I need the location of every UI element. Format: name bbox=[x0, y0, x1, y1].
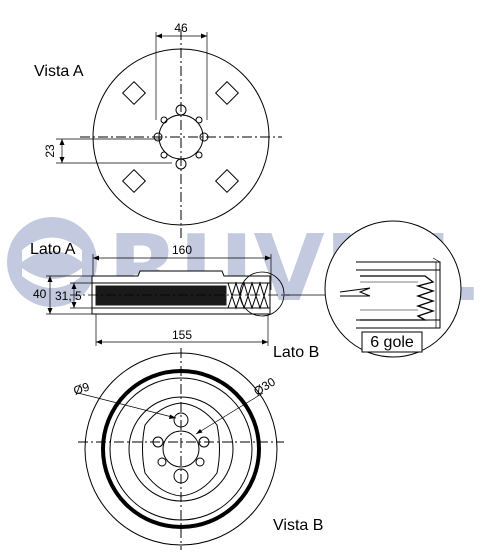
dia-30-arrow bbox=[196, 429, 203, 434]
vista-a-label: Vista A bbox=[34, 63, 84, 80]
lato-a-view bbox=[46, 254, 326, 346]
lato-b-label: Lato B bbox=[273, 344, 319, 361]
dim-155-value: 155 bbox=[172, 328, 192, 342]
dim-23-arrows bbox=[59, 139, 65, 163]
dim-31-5-arrows bbox=[71, 283, 77, 308]
dim-160-value: 160 bbox=[172, 243, 192, 257]
vista-a-bolt-hole bbox=[175, 158, 187, 170]
dim-46-arrows bbox=[156, 33, 207, 39]
vista-b-center-bore bbox=[162, 430, 200, 468]
vista-b-label: Vista B bbox=[273, 517, 323, 534]
vista-a-view bbox=[56, 30, 282, 240]
dia-30-value: Ø30 bbox=[251, 374, 278, 398]
vista-b-small-hole bbox=[195, 457, 205, 467]
dim-40-value: 40 bbox=[33, 287, 47, 301]
watermark-emblem-stroke bbox=[22, 237, 82, 262]
vista-a-small-hole bbox=[160, 151, 168, 159]
watermark-emblem-stroke bbox=[22, 268, 82, 288]
dia-30-leader bbox=[195, 392, 264, 435]
detail-pulley-outline bbox=[356, 261, 441, 329]
detail-circle bbox=[324, 220, 462, 358]
dim-46-value: 46 bbox=[174, 21, 188, 35]
grooves-label-box bbox=[361, 331, 423, 353]
vista-b-view bbox=[77, 348, 284, 550]
groove-detail-view bbox=[324, 220, 462, 358]
pulley-grooves-bottom bbox=[227, 294, 269, 310]
detail-marker-circle bbox=[239, 271, 285, 317]
detail-groove-profile bbox=[360, 275, 436, 321]
vista-a-bolt-hole bbox=[175, 104, 187, 116]
vista-a-small-hole bbox=[160, 116, 168, 124]
vista-a-small-hole bbox=[195, 151, 203, 159]
vista-a-window bbox=[214, 168, 240, 194]
vista-a-window bbox=[121, 80, 147, 106]
damper-rubber-band bbox=[95, 285, 227, 306]
vista-a-window bbox=[121, 168, 147, 194]
vista-b-rubber-ring bbox=[101, 369, 261, 529]
detail-belt-tip bbox=[339, 287, 371, 297]
vista-b-small-hole bbox=[157, 457, 167, 467]
watermark-logo-emblem bbox=[7, 217, 97, 307]
vista-a-window bbox=[214, 80, 240, 106]
dia-9-leader bbox=[77, 392, 177, 419]
dia-9-arrow bbox=[169, 414, 176, 419]
vista-a-bolt-hole bbox=[199, 132, 209, 142]
detail-corner bbox=[432, 257, 441, 263]
dia-9-value: Ø9 bbox=[72, 379, 92, 397]
lato-a-label: Lato A bbox=[30, 241, 76, 258]
vista-a-bolt-hole bbox=[153, 132, 163, 142]
dim-31-5-value: 31, 5 bbox=[55, 289, 82, 303]
dim-23-value: 23 bbox=[43, 144, 57, 158]
vista-a-small-hole bbox=[195, 116, 203, 124]
grooves-label: 6 gole bbox=[370, 334, 414, 351]
